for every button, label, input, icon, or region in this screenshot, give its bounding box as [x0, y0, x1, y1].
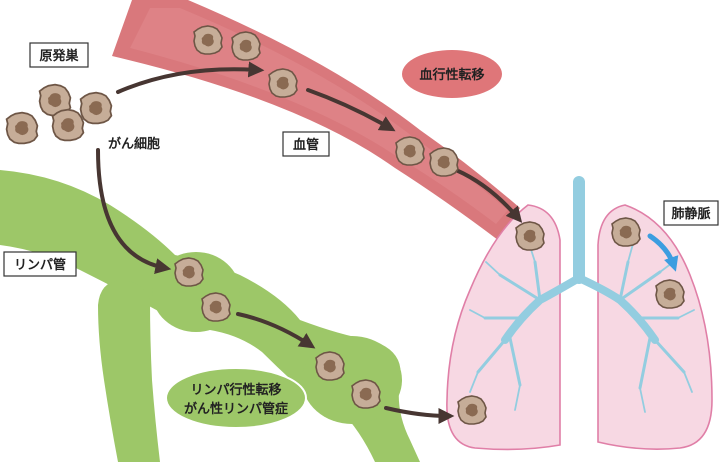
blood-vessel-text: 血管	[293, 137, 319, 153]
lymph-vessel-text: リンパ管	[14, 257, 66, 273]
arrow-to-blood-vessel	[116, 61, 265, 94]
hematogenous-badge: 血行性転移	[402, 50, 502, 98]
cell-lymph-4	[351, 379, 381, 409]
lymphatic-text-2: がん性リンパ管症	[184, 401, 288, 417]
cell-blood-1	[193, 25, 223, 55]
label-blood-vessel: 血管	[282, 131, 330, 157]
primary-site-text: 原発巣	[39, 48, 79, 64]
arrow-in-lymph-vessel	[236, 312, 316, 349]
label-lymph-vessel: リンパ管	[3, 251, 77, 277]
cell-blood-3	[268, 68, 298, 98]
cell-lung-3	[611, 217, 641, 247]
cancer-cell-label: がん細胞	[108, 136, 160, 152]
cell-primary-4	[51, 108, 85, 142]
arrow-in-blood-vessel	[306, 88, 396, 132]
cell-lung-1	[515, 221, 545, 251]
cell-primary-3	[5, 111, 39, 145]
lymphatic-badge: リンパ行性転移 がん性リンパ管症	[165, 367, 307, 429]
cell-lymph-3	[315, 351, 345, 381]
cell-lung-2	[457, 395, 487, 425]
left-lung	[446, 204, 561, 451]
arrow-to-lymph-vessel	[96, 148, 172, 275]
label-primary-site: 原発巣	[29, 42, 89, 68]
cell-blood-2	[231, 31, 261, 61]
pulmonary-vein-text: 肺静脈	[671, 206, 710, 222]
label-pulmonary-vein: 肺静脈	[663, 200, 719, 226]
cell-primary-2	[79, 91, 113, 125]
cell-blood-5	[429, 147, 459, 177]
pulmonary-vein-arrow	[647, 233, 679, 272]
lungs	[446, 176, 713, 451]
arrow-lymph-to-lung	[384, 406, 455, 424]
cell-blood-4	[395, 136, 425, 166]
airway-tree	[469, 176, 695, 413]
hematogenous-text: 血行性転移	[419, 67, 484, 83]
lymphatic-text-1: リンパ行性転移	[190, 382, 281, 398]
cell-lung-4	[655, 279, 685, 309]
cell-lymph-2	[201, 292, 231, 322]
cell-lymph-1	[174, 257, 204, 287]
flow-arrows	[96, 61, 523, 424]
arrow-blood-to-lung	[454, 168, 523, 223]
blood-vessel-inner	[130, 8, 508, 224]
